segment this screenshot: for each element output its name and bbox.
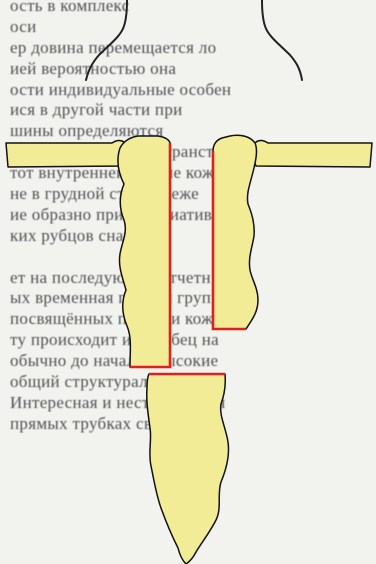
right-chest-wall-segment — [213, 135, 258, 329]
left-chest-wall-segment — [118, 136, 170, 367]
clavicle-left — [6, 141, 127, 167]
clavicle-right — [253, 141, 372, 167]
neck-line-left — [86, 0, 127, 80]
neck-line-right — [262, 0, 302, 80]
lower-trunk-segment — [147, 374, 229, 564]
